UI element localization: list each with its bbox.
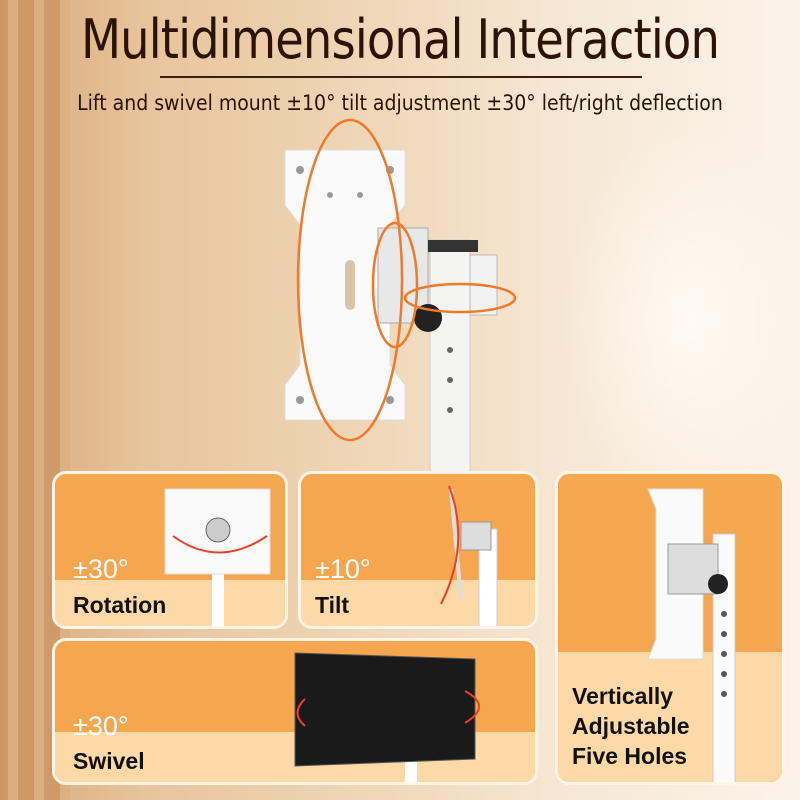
swivel-card: ±30° Swivel [52,638,538,785]
height-adjust-illustration [647,488,736,782]
rotation-degree: ±30° [73,554,129,584]
subtitle: Lift and swivel mount ±10° tilt adjustme… [77,91,723,115]
height-adjust-card: Vertically Adjustable Five Holes [555,471,785,785]
height-adjust-label-2: Adjustable [572,713,690,739]
card-band [55,580,285,626]
tilt-degree: ±10° [315,554,371,584]
tilt-label: Tilt [315,592,350,618]
height-adjust-label-1: Vertically [572,683,674,709]
swivel-degree: ±30° [73,711,129,741]
rotation-card: ±30° Rotation [52,471,288,629]
background-window-glow [560,120,800,520]
rotation-illustration [164,488,271,626]
rotation-label: Rotation [73,592,167,618]
tilt-card: ±10° Tilt [298,471,538,629]
height-adjust-label-3: Five Holes [572,743,688,769]
card-band [558,652,782,782]
page-title: Multidimensional Interaction [80,8,720,71]
tilt-illustration [440,485,498,626]
monitor-mount-illustration [284,118,517,480]
swivel-illustration [294,652,480,782]
title-underline [160,76,642,78]
swivel-label: Swivel [73,748,145,774]
